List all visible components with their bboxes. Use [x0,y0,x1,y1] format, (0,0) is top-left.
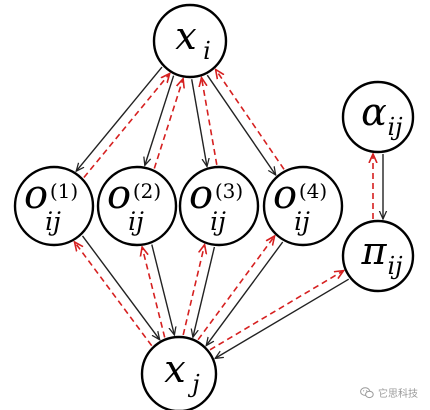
node-superscript-o1: (1) [50,179,78,203]
edges-layer [75,66,384,358]
node-subscript-o4: ij [294,207,310,236]
forward-edge-o4-to-x_j [206,241,284,346]
watermark-text: 它思科技 [378,389,418,400]
node-symbol-o3: o [189,172,213,218]
node-circle-x_i [152,3,228,79]
backward-edge-o1-to-x_i [83,74,170,179]
node-o1: oij (1) [13,165,95,247]
node-circle-o2 [96,165,178,247]
backward-edge-x_j-to-pi [209,271,344,351]
forward-edge-pi-to-x_j [215,278,350,358]
backward-edge-o2-to-x_i [153,79,183,169]
node-circle-o1 [13,165,95,247]
forward-edge-x_i-to-o2 [145,75,175,166]
node-symbol-o2: o [107,172,131,218]
node-circle-pi [341,219,415,293]
backward-edge-x_j-to-o1 [75,242,153,347]
backward-edge-o4-to-x_i [216,70,285,170]
node-superscript-o4: (4) [299,179,327,203]
node-circle-alpha [341,80,415,154]
node-subscript-o3: ij [210,207,226,236]
node-circle-o3 [178,165,260,247]
node-symbol-x_j: x [164,347,185,391]
forward-edge-x_i-to-o3 [191,79,207,166]
node-symbol-x_i: x [175,14,196,58]
node-circle-x_j [140,335,218,410]
node-subscript-x_i: i [203,37,211,65]
node-subscript-alpha: ij [387,113,403,141]
watermark: 它思科技 [360,385,418,400]
node-o2: oij (2) [96,165,178,247]
node-symbol-o4: o [273,172,297,218]
node-o4: oij (4) [262,165,344,247]
forward-edge-x_i-to-o1 [76,66,163,171]
backward-edge-o3-to-x_i [202,78,218,165]
node-o3: oij (3) [178,165,260,247]
forward-edge-o1-to-x_j [81,235,160,340]
forward-edge-o2-to-x_j [151,244,175,335]
node-superscript-o3: (3) [215,179,243,203]
node-subscript-pi: ij [387,252,403,280]
node-superscript-o2: (2) [133,179,161,203]
backward-edge-x_j-to-o3 [182,245,204,336]
node-subscript-o2: ij [128,207,144,236]
node-symbol-o1: o [24,172,48,218]
backward-edge-x_j-to-o4 [197,236,275,341]
node-circle-o4 [262,165,344,247]
forward-edge-o3-to-x_j [193,246,216,337]
wechat-icon [360,386,374,398]
node-symbol-alpha: α [361,90,387,134]
node-subscript-o1: ij [45,207,61,236]
backward-edge-x_j-to-o2 [142,247,166,338]
forward-edge-x_i-to-o4 [206,74,275,175]
node-symbol-pi: π [361,229,388,273]
